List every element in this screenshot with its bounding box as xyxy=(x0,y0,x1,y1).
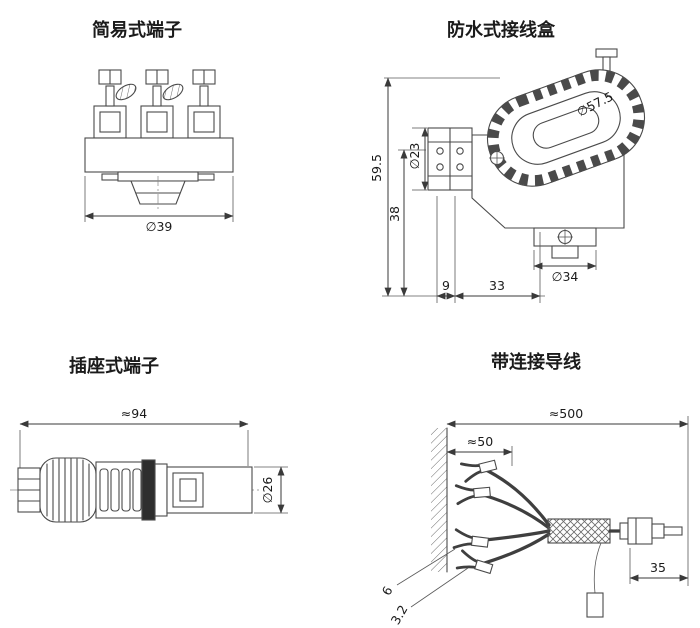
dim-dia23: ∅23 xyxy=(407,127,429,191)
panel-connecting-wires: 带连接导线 ≈500 ≈50 xyxy=(379,351,689,627)
serrated-lid xyxy=(486,69,646,187)
dim-9-label: 9 xyxy=(442,278,450,293)
dim-dia23-label: ∅23 xyxy=(407,143,422,170)
dim-94-label: ≈94 xyxy=(121,406,147,421)
end-connector xyxy=(608,517,683,545)
mounting-wall xyxy=(431,427,448,573)
dim-dia39: ∅39 xyxy=(84,176,234,234)
screw-terminal-2 xyxy=(140,69,184,139)
dim-35: 35 xyxy=(629,548,689,584)
dim-38-label: 38 xyxy=(387,206,402,222)
slotted-collar xyxy=(95,461,143,519)
fork-terminal-4 xyxy=(455,549,494,575)
panel-title-simple-terminal: 简易式端子 xyxy=(92,19,182,41)
side-tab-left xyxy=(101,173,119,181)
dim-3-2-label: 3.2 xyxy=(388,602,411,627)
knurled-dome xyxy=(39,457,97,523)
dim-33-label: 33 xyxy=(489,278,505,293)
screw-boss-top xyxy=(489,150,505,166)
dim-6-label: 6 xyxy=(379,584,396,598)
waterproof-box-drawing xyxy=(427,48,646,259)
flange xyxy=(154,463,168,517)
screw-terminal-3 xyxy=(187,69,221,139)
dim-dia26-label: ∅26 xyxy=(260,477,275,504)
screw-terminal-1 xyxy=(93,69,137,139)
dim-59-5-label: 59.5 xyxy=(369,154,384,182)
dim-dia34: ∅34 xyxy=(533,250,597,284)
simple-terminal-drawing xyxy=(84,69,234,210)
panel-waterproof-box: 防水式接线盒 xyxy=(369,19,646,303)
screw-boss-bottom xyxy=(557,229,573,245)
dark-ring xyxy=(141,459,156,521)
side-tab-right xyxy=(197,173,215,181)
wire-size-callouts: 6 3.2 xyxy=(379,548,469,627)
fork-terminal-2 xyxy=(454,484,491,506)
bottom-pipe xyxy=(551,245,579,259)
dim-500: ≈500 xyxy=(446,406,689,586)
dim-50-label: ≈50 xyxy=(467,434,493,449)
dim-35-label: 35 xyxy=(650,560,666,575)
dim-38: 38 xyxy=(387,149,426,297)
panel-title-socket-terminal: 插座式端子 xyxy=(69,355,159,377)
dim-dia34-label: ∅34 xyxy=(552,269,579,284)
fork-terminal-1 xyxy=(459,459,498,483)
panel-simple-terminal: 简易式端子 xyxy=(84,19,234,234)
hanging-tag xyxy=(586,542,604,618)
dim-50: ≈50 xyxy=(446,434,513,466)
cable-gland xyxy=(427,127,473,191)
dim-dia26: ∅26 xyxy=(254,466,288,514)
dim-dia39-label: ∅39 xyxy=(146,219,173,234)
dim-500-label: ≈500 xyxy=(549,406,583,421)
terminal-base-plate xyxy=(84,137,234,173)
panel-socket-terminal: 插座式端子 ≈94 xyxy=(10,355,288,523)
dim-94: ≈94 xyxy=(19,406,249,468)
panel-title-connecting-wires: 带连接导线 xyxy=(491,351,581,373)
socket-connector-drawing xyxy=(10,457,262,523)
dim-59-5: 59.5 xyxy=(369,77,545,297)
fork-terminal-3 xyxy=(452,528,490,550)
connector-barrel xyxy=(166,466,253,514)
lead-wires xyxy=(472,466,551,567)
braided-sheath xyxy=(547,518,611,544)
barrel-window xyxy=(172,472,204,508)
panel-title-waterproof-box: 防水式接线盒 xyxy=(447,19,556,41)
